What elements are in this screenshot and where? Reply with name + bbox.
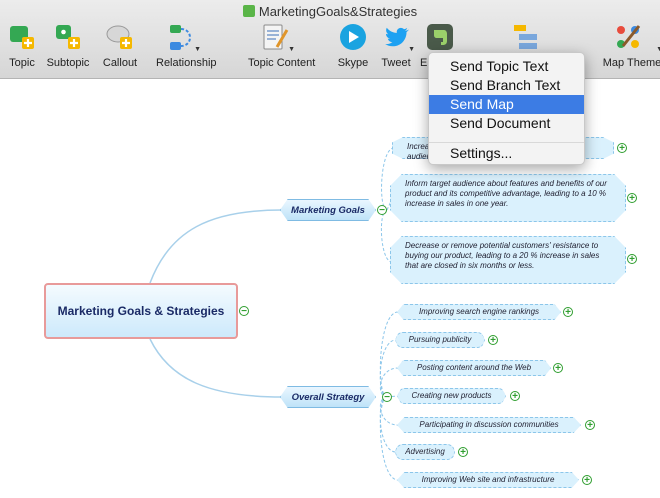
map-theme-icon [617,25,641,48]
callout-icon [106,25,132,49]
menu-separator [429,142,584,143]
central-topic-label: Marketing Goals & Strategies [57,304,225,318]
subtopic-strategy[interactable]: Improving search engine rankings [397,304,561,320]
subtopic-label: Inform target audience about features an… [405,179,607,208]
subtopic-icon [56,25,80,49]
map-theme-button[interactable]: Map Theme ▼ [603,22,660,74]
topic-icon [10,26,34,49]
evernote-button[interactable]: E [420,22,456,74]
subtopic-strategy[interactable]: Improving Web site and infrastructure [397,472,579,488]
topic-content-dropdown-icon[interactable]: ▼ [288,46,295,53]
subtopic-strategy[interactable]: Advertising [395,444,455,460]
main-topic-marketing-goals[interactable]: Marketing Goals [280,199,376,221]
expand-toggle[interactable]: + [585,420,595,431]
relationship-button[interactable]: Relationship ▼ [156,22,217,74]
tweet-dropdown-icon[interactable]: ▼ [408,46,415,53]
skype-label: Skype [337,57,369,69]
skype-icon [340,24,366,50]
subtopic-label: Posting content around the Web [416,363,532,372]
callout-label: Callout [102,57,138,69]
subtopic-label: Creating new products [411,391,492,400]
evernote-icon [427,24,453,50]
window-toolbar: MarketingGoals&Strategies Topic Subtopic… [0,0,660,79]
subtopic-label: Improving Web site and infrastructure [421,475,555,484]
main-topic-label: Marketing Goals [291,204,365,216]
map-theme-label: Map Theme [602,57,660,69]
goals-collapse-toggle[interactable]: − [377,205,387,216]
expand-toggle[interactable]: + [563,307,573,318]
subtopic-goal[interactable]: Decrease or remove potential customers' … [390,236,626,284]
subtopic-label: Decrease or remove potential customers' … [405,241,600,270]
topic-content-label: Topic Content [248,57,316,69]
menu-item-settings[interactable]: Settings... [450,145,513,161]
expand-toggle[interactable]: + [553,363,563,374]
expand-toggle[interactable]: + [488,335,498,346]
tweet-label: Tweet [381,57,411,69]
strategy-collapse-toggle[interactable]: − [382,392,392,403]
subtopic-label: Improving search engine rankings [418,307,540,316]
topic-content-icon [263,24,289,50]
subtopic-label: Subtopic [46,57,90,69]
subtopic-strategy[interactable]: Creating new products [397,388,506,404]
twitter-icon [385,27,409,47]
evernote-label: E [420,57,428,69]
menu-item-send-branch-text[interactable]: Send Branch Text [450,77,561,93]
evernote-send-menu: Send Topic Text Send Branch Text Send Ma… [428,52,585,165]
subtopic-goal[interactable]: Inform target audience about features an… [390,174,626,222]
topic-button[interactable]: Topic [6,22,38,74]
menu-item-send-map[interactable]: Send Map [429,95,584,114]
callout-button[interactable]: Callout [103,22,137,74]
relationship-dropdown-icon[interactable]: ▼ [194,46,201,53]
skype-button[interactable]: Skype [337,22,369,74]
subtopic-strategy[interactable]: Pursuing publicity [395,332,485,348]
central-collapse-toggle[interactable]: − [239,306,249,317]
subtopic-strategy[interactable]: Posting content around the Web [397,360,551,376]
topic-content-button[interactable]: Topic Content ▼ [248,22,315,74]
relationship-label: Relationship [156,57,217,69]
relationship-icon [170,25,191,50]
subtopic-label: Participating in discussion communities [419,420,559,429]
tweet-button[interactable]: Tweet ▼ [380,22,415,74]
subtopic-strategy[interactable]: Participating in discussion communities [397,417,581,433]
expand-toggle[interactable]: + [627,254,637,265]
main-topic-label: Overall Strategy [291,391,365,403]
map-theme-dropdown-icon[interactable]: ▼ [656,46,660,53]
window-title-text: MarketingGoals&Strategies [258,4,418,19]
menu-item-send-topic-text[interactable]: Send Topic Text [450,58,549,74]
expand-toggle[interactable]: + [510,391,520,402]
document-icon [242,5,255,17]
expand-toggle[interactable]: + [627,193,637,204]
menu-item-send-document[interactable]: Send Document [450,115,551,131]
outline-button[interactable] [510,22,542,74]
central-topic[interactable]: Marketing Goals & Strategies [44,283,238,339]
topic-label: Topic [9,57,35,69]
outline-icon [514,25,537,49]
expand-toggle[interactable]: + [617,143,627,154]
main-topic-overall-strategy[interactable]: Overall Strategy [280,386,376,408]
subtopic-button[interactable]: Subtopic [47,22,89,74]
window-title: MarketingGoals&Strategies [0,4,660,19]
expand-toggle[interactable]: + [458,447,468,458]
expand-toggle[interactable]: + [582,475,592,486]
subtopic-label: Advertising [405,447,445,456]
subtopic-label: Pursuing publicity [408,335,472,344]
